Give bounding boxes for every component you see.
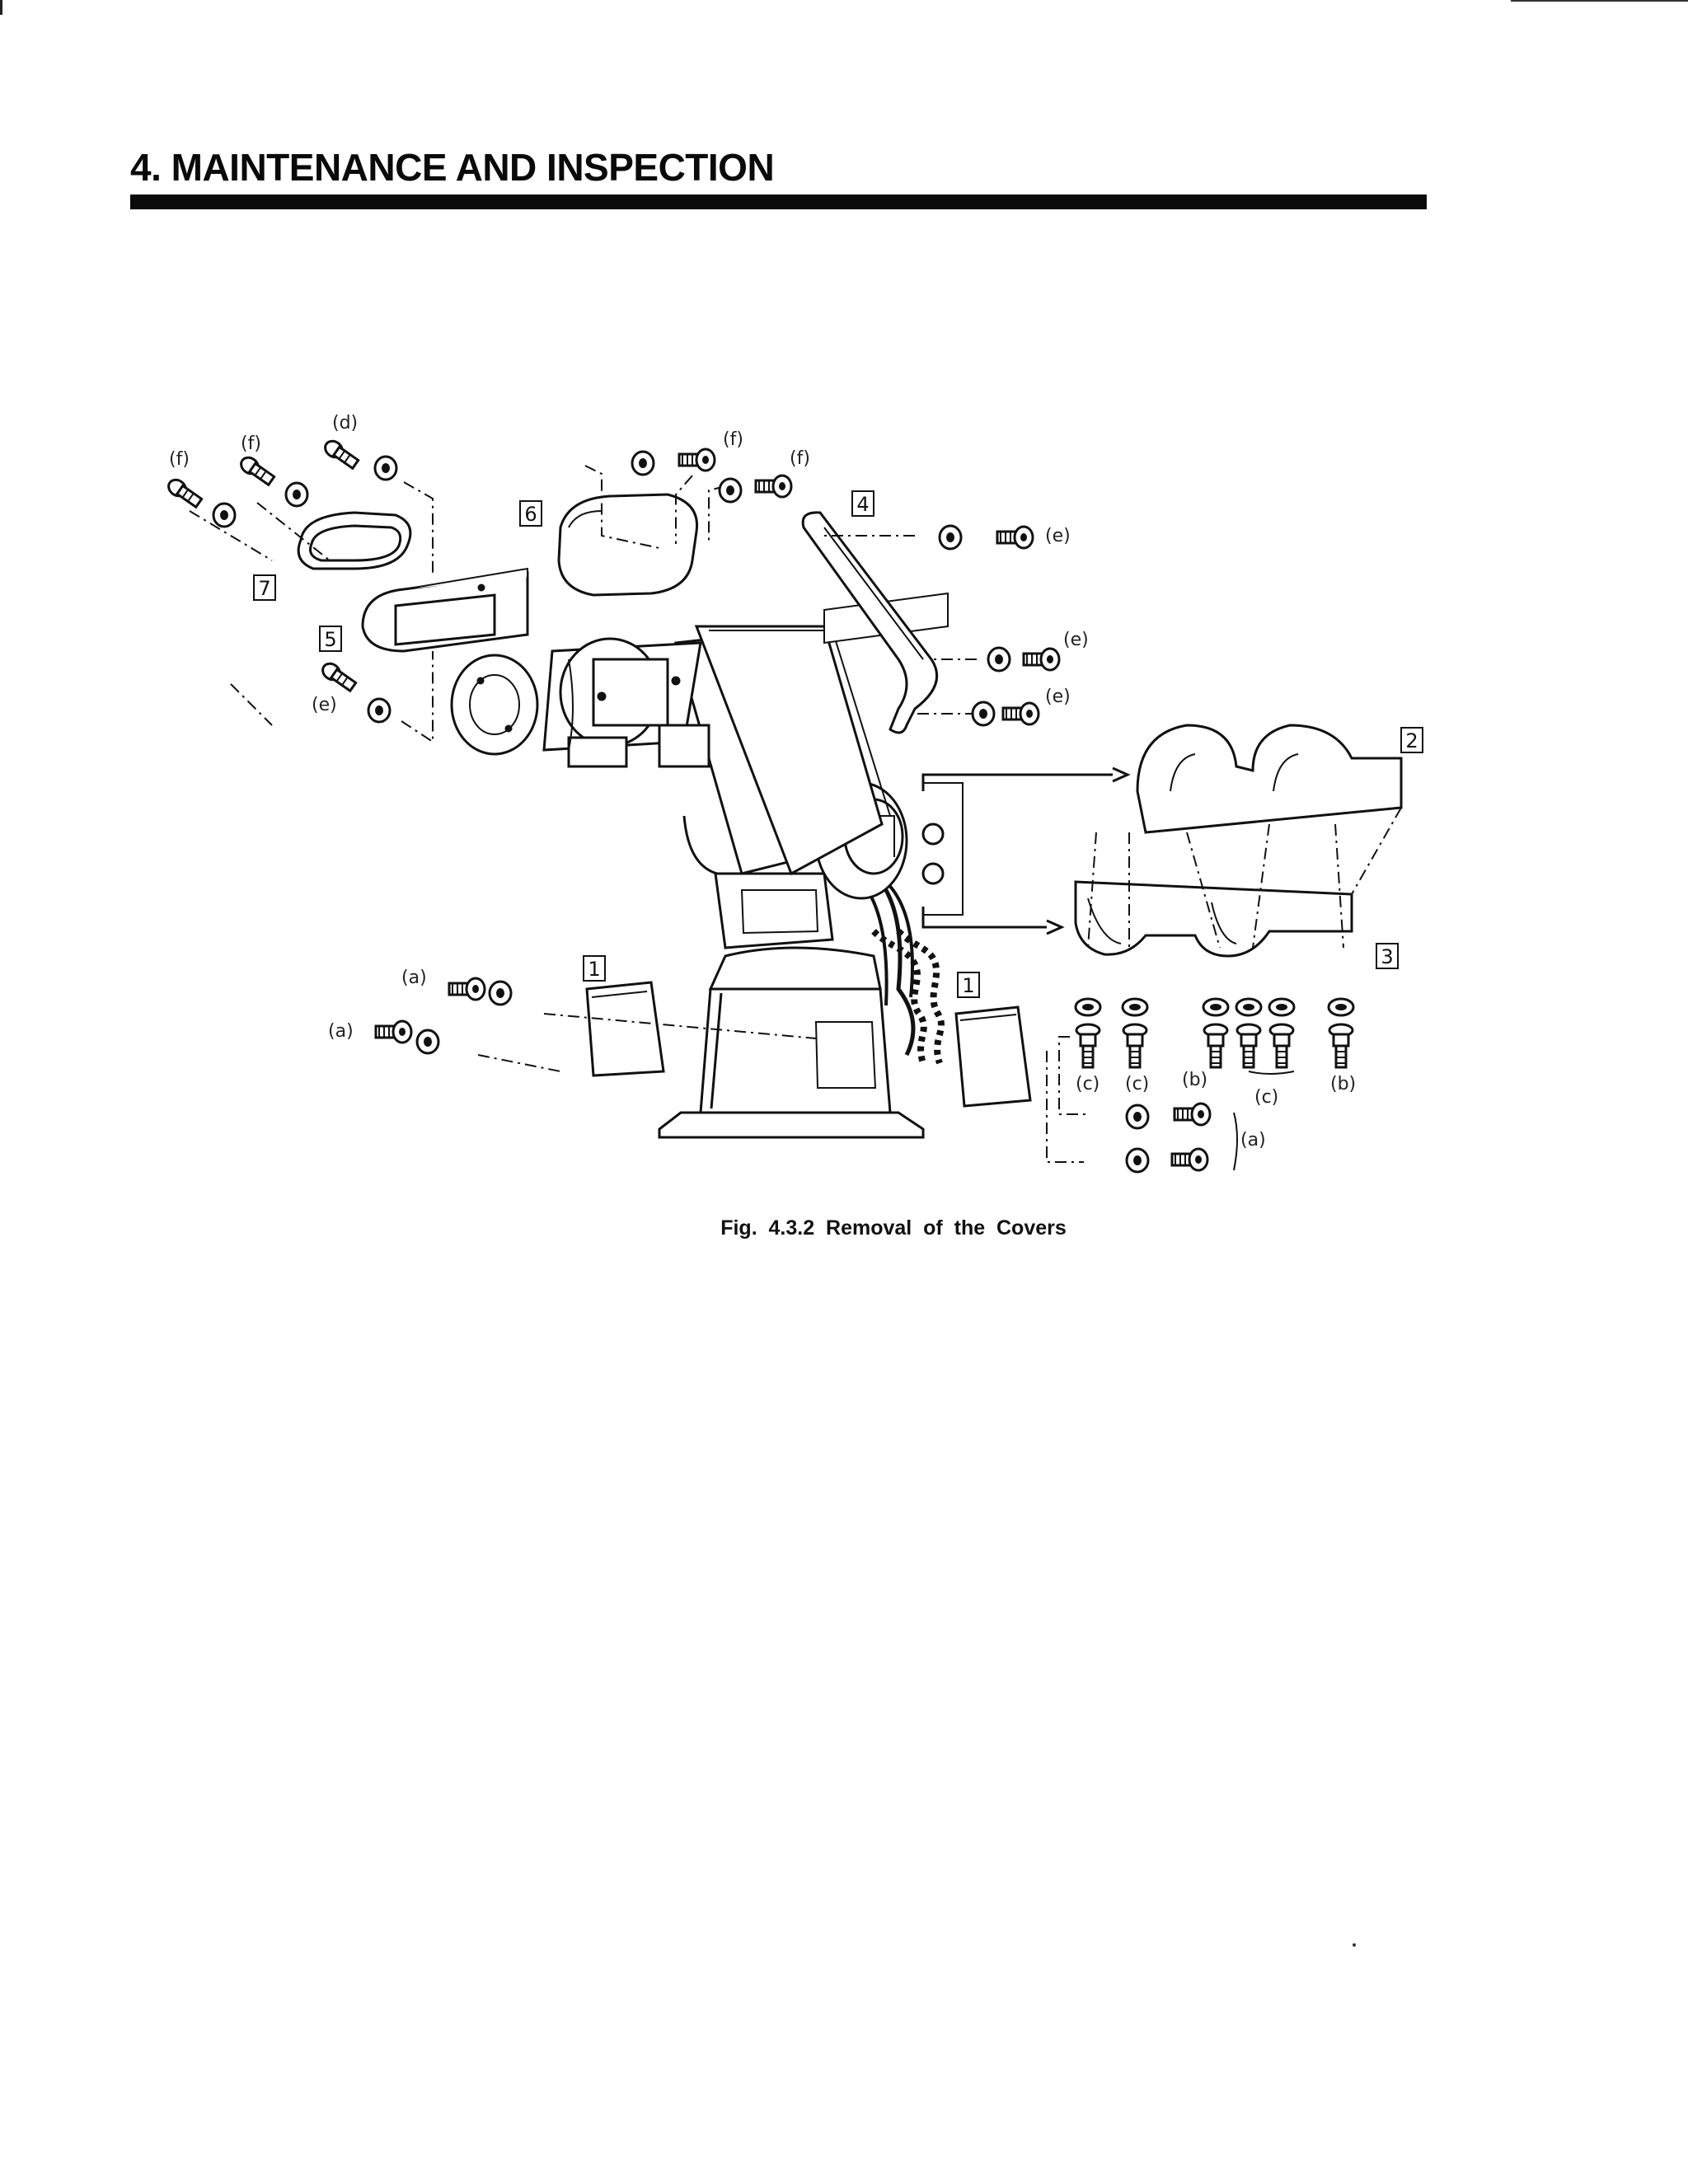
part-number-boxes: 1 1 2 3 4 5 6 7 (253, 490, 1423, 998)
callout-e: (e) (1045, 687, 1071, 707)
part-number-box-6: 6 (519, 500, 542, 527)
section-title: 4. MAINTENANCE AND INSPECTION (130, 146, 775, 189)
part-number-label: 5 (324, 628, 336, 651)
callout-a: (a) (1240, 1130, 1266, 1151)
section-header: 4. MAINTENANCE AND INSPECTION (130, 145, 1427, 209)
callout-e: (e) (312, 695, 337, 715)
part-number-box-2: 2 (1400, 727, 1423, 753)
callout-e: (e) (1063, 630, 1089, 650)
callout-f: (f) (241, 434, 261, 454)
part-number-label: 7 (258, 577, 270, 600)
callout-f: (f) (723, 429, 743, 450)
part-number-label: 2 (1405, 729, 1418, 752)
callout-c: (c) (1254, 1087, 1278, 1108)
part-number-label: 6 (524, 503, 537, 526)
scan-speck (1353, 1943, 1356, 1947)
cover-1-right (954, 1005, 1032, 1108)
figure-caption: Fig. 4.3.2 Removal of the Covers (720, 1216, 1067, 1240)
callout-f: (f) (169, 449, 190, 470)
callout-b: (b) (1182, 1070, 1207, 1090)
part-number-box-5: 5 (319, 626, 342, 652)
part-number-box-4: 4 (851, 490, 874, 517)
cover-1-left (585, 981, 665, 1077)
cover-5 (361, 567, 529, 653)
cover-3 (1074, 880, 1353, 958)
part-number-box-3: 3 (1376, 943, 1399, 969)
part-number-box-1-right: 1 (957, 972, 980, 998)
leader-lines (189, 465, 1402, 1163)
part-number-label: 1 (962, 974, 974, 997)
callout-a: (a) (401, 968, 427, 988)
section-title-rule (130, 194, 1427, 209)
part-number-label: 3 (1381, 945, 1393, 968)
page-top-rule (1511, 0, 1688, 2)
bracket-marks (1233, 1071, 1295, 1171)
screw-callouts: (f) (f) (d) (f) (f) (e) (e) (e) (e) (a) … (169, 413, 1356, 1151)
callout-f: (f) (790, 448, 810, 469)
callout-c: (c) (1125, 1074, 1149, 1094)
motion-arrows (921, 766, 1131, 935)
cover-6 (557, 493, 699, 597)
callout-d: (d) (332, 413, 358, 434)
callout-c: (c) (1076, 1074, 1100, 1094)
cover-7 (297, 511, 412, 570)
cover-4 (801, 511, 939, 734)
part-number-box-7: 7 (253, 574, 276, 601)
callout-a: (a) (328, 1021, 354, 1042)
callout-e: (e) (1045, 526, 1071, 546)
part-number-box-1-left: 1 (583, 955, 606, 982)
part-number-label: 4 (856, 493, 869, 516)
part-number-label: 1 (588, 958, 600, 981)
page-corner-mark (0, 0, 2, 15)
callout-b: (b) (1330, 1074, 1356, 1094)
cover-2 (1136, 724, 1403, 834)
robot-body-drawing (450, 592, 949, 1139)
